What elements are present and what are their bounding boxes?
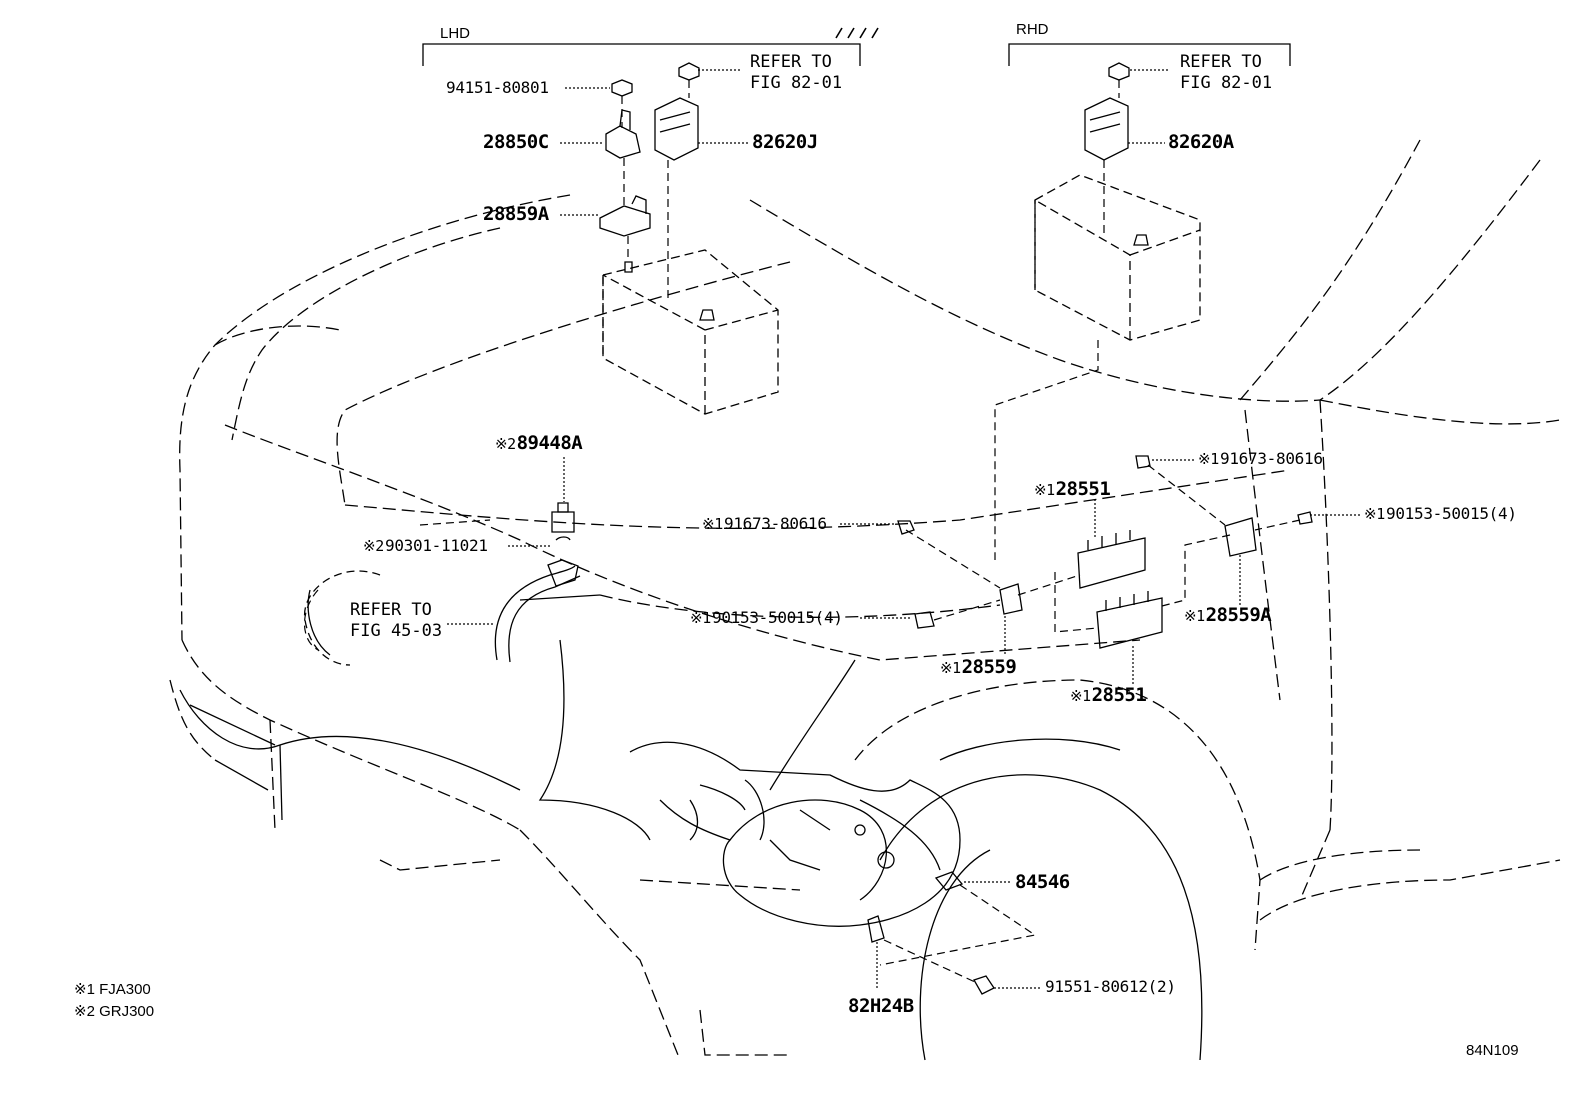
refer-fig45-line2: FIG 45-03	[350, 621, 443, 641]
sensor-89448a	[551, 502, 575, 541]
mark-1: ※1	[690, 609, 711, 627]
mark-1: ※1	[702, 515, 723, 533]
bolt-91673-a	[897, 520, 915, 535]
mark-1: ※1	[940, 659, 961, 677]
part-28551-bottom[interactable]: ※128551	[1070, 684, 1147, 706]
mark-1: ※1	[1184, 607, 1205, 625]
refer-lhd-line2: FIG 82-01	[750, 73, 843, 93]
bolt-90153-a	[914, 611, 935, 629]
figure-code: 84N109	[1466, 1042, 1519, 1059]
refer-rhd-fig-82-01[interactable]: REFER TO FIG 82-01	[1180, 52, 1272, 94]
part-28859a[interactable]: 28859A	[483, 203, 549, 225]
nut-lhd-82620j	[678, 62, 700, 81]
part-28559-number: 28559	[961, 656, 1017, 678]
clamp-28850c	[605, 109, 641, 159]
refer-lhd-line1: REFER TO	[750, 52, 832, 72]
nut-94151	[611, 79, 633, 97]
battery-lhd-terminal	[624, 261, 715, 321]
hood-ellipse	[304, 570, 381, 666]
mark-1: ※1	[1070, 687, 1091, 705]
rhd-bracket	[1008, 43, 1291, 66]
part-90301-11021[interactable]: ※290301-11021	[363, 538, 488, 554]
fuse-block-82620a	[1084, 97, 1129, 161]
bolt-90153-b	[1297, 511, 1313, 525]
part-82620j[interactable]: 82620J	[752, 131, 818, 153]
sensor-84546	[934, 871, 964, 891]
part-90153-50015-left[interactable]: ※190153-50015(4)	[690, 610, 843, 626]
part-94151-80801[interactable]: 94151-80801	[446, 78, 549, 97]
hose	[494, 559, 581, 663]
part-28551-top-number: 28551	[1055, 478, 1111, 500]
part-89448a-number: 89448A	[516, 432, 583, 454]
fuse-block-82620j	[654, 97, 699, 161]
part-28559a[interactable]: ※128559A	[1184, 604, 1272, 626]
part-91551-80612[interactable]: 91551-80612(2)	[1045, 977, 1176, 996]
drivetrain	[629, 741, 961, 927]
part-28551-top[interactable]: ※128551	[1034, 478, 1111, 500]
part-28850c[interactable]: 28850C	[483, 131, 549, 153]
part-90153-50015-left-number: 90153-50015(4)	[712, 608, 843, 627]
vehicle-front	[179, 589, 856, 841]
part-28559a-number: 28559A	[1205, 604, 1272, 626]
part-28551-bottom-number: 28551	[1091, 684, 1147, 706]
part-28559[interactable]: ※128559	[940, 656, 1017, 678]
nut-rhd-82620a	[1108, 62, 1130, 81]
sensor-82h24b	[867, 915, 885, 943]
bracket-28559	[999, 583, 1023, 615]
refer-rhd-line1: REFER TO	[1180, 52, 1262, 72]
mark-2: ※2	[363, 537, 384, 555]
footnote-2: ※2 GRJ300	[74, 1003, 155, 1020]
lhd-bracket	[422, 27, 879, 66]
part-82620a[interactable]: 82620A	[1168, 131, 1234, 153]
mark-1: ※1	[1034, 481, 1055, 499]
part-89448a[interactable]: ※289448A	[495, 432, 583, 454]
part-84546[interactable]: 84546	[1015, 871, 1070, 893]
refer-lhd-fig-82-01[interactable]: REFER TO FIG 82-01	[750, 52, 842, 94]
part-91673-80616-right[interactable]: ※191673-80616	[1198, 451, 1323, 467]
part-90301-11021-number: 90301-11021	[385, 536, 488, 555]
wheel-arch	[854, 679, 1261, 1061]
part-90153-50015-right[interactable]: ※190153-50015(4)	[1364, 506, 1517, 522]
leader-lines	[447, 69, 1360, 990]
battery-lhd	[602, 249, 779, 415]
part-91673-80616-left[interactable]: ※191673-80616	[702, 516, 827, 532]
relay-28551-bot	[1096, 591, 1163, 649]
part-91673-80616-left-number: 91673-80616	[724, 514, 827, 533]
rhd-label: RHD	[1016, 21, 1049, 38]
terminal-28859a	[599, 195, 651, 237]
battery-rhd	[1034, 174, 1201, 341]
footnote-1: ※1 FJA300	[74, 981, 151, 998]
assembly-lines	[304, 80, 1301, 983]
refer-rhd-line2: FIG 82-01	[1180, 73, 1273, 93]
part-90153-50015-right-number: 90153-50015(4)	[1386, 504, 1517, 523]
mark-1: ※1	[1364, 505, 1385, 523]
refer-fig45-line1: REFER TO	[350, 600, 432, 620]
battery-rhd-terminal	[1133, 234, 1149, 246]
bolt-91673-b	[1135, 455, 1151, 469]
lhd-label: LHD	[440, 25, 471, 42]
part-82h24b[interactable]: 82H24B	[848, 995, 914, 1017]
vehicle-body	[169, 139, 1561, 1061]
bracket-28559a	[1224, 517, 1257, 557]
part-91673-80616-right-number: 91673-80616	[1220, 449, 1323, 468]
relay-28551-top	[1077, 530, 1146, 589]
bolt-91551	[973, 975, 995, 995]
mark-2: ※2	[495, 435, 516, 453]
mark-1: ※1	[1198, 450, 1219, 468]
refer-fig-45-03[interactable]: REFER TO FIG 45-03	[350, 600, 442, 642]
